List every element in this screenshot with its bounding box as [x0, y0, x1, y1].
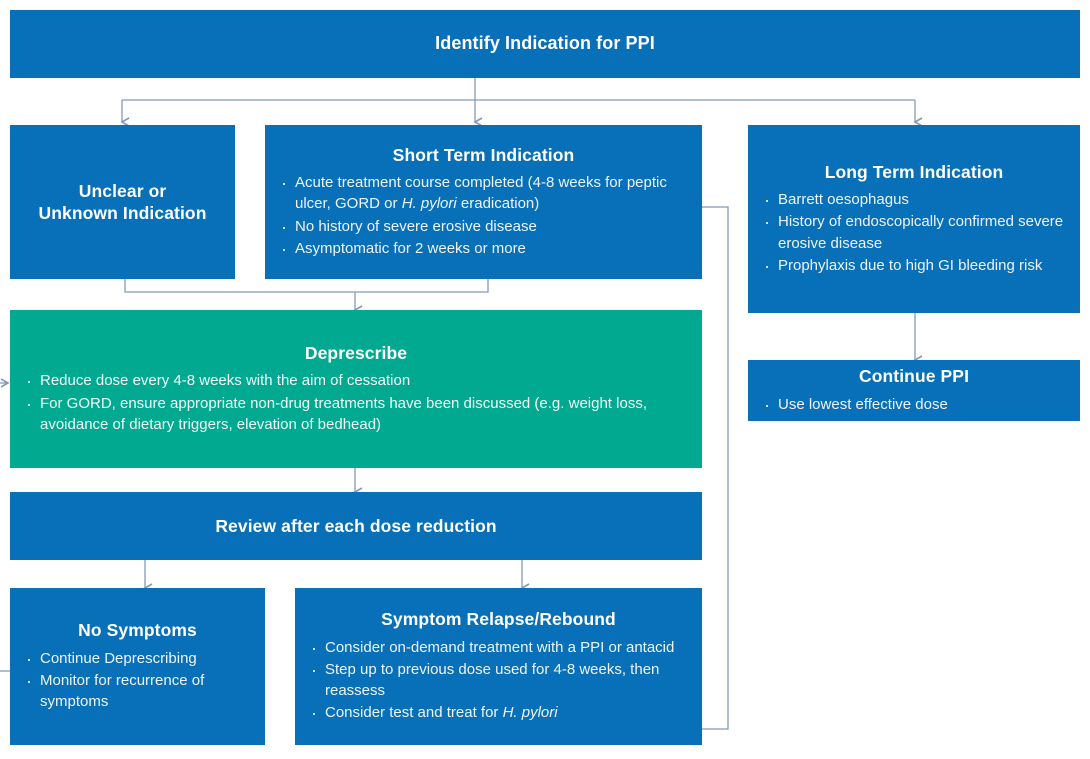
bullet-item: For GORD, ensure appropriate non-drug tr… [22, 392, 690, 436]
node-continue-ppi-bullets: Use lowest effective dose [760, 393, 1068, 419]
node-deprescribe-title: Deprescribe [304, 342, 408, 363]
node-short-term-indication-bullets: Acute treatment course completed (4-8 we… [277, 171, 690, 263]
node-long-term-indication-bullets: Barrett oesophagusHistory of endoscopica… [760, 188, 1068, 280]
node-no-symptoms-bullets: Continue DeprescribingMonitor for recurr… [22, 647, 253, 714]
node-short-term-indication-title: Short Term Indication [392, 144, 575, 165]
bullet-item: Consider test and treat for H. pylori [307, 701, 690, 727]
node-no-symptoms-title: No Symptoms [78, 620, 197, 641]
node-symptom-relapse-bullets: Consider on-demand treatment with a PPI … [307, 636, 690, 728]
node-deprescribe-bullets: Reduce dose every 4-8 weeks with the aim… [22, 369, 690, 436]
bullet-item: Continue Deprescribing [22, 647, 253, 673]
node-identify-indication-title: Identify Indication for PPI [435, 33, 655, 54]
node-short-term-indication[interactable]: Short Term Indication Acute treatment co… [265, 125, 702, 279]
node-continue-ppi[interactable]: Continue PPI Use lowest effective dose [748, 360, 1080, 421]
bullet-item: Barrett oesophagus [760, 188, 1068, 214]
bullet-item: Prophylaxis due to high GI bleeding risk [760, 254, 1068, 280]
bullet-item: Consider on-demand treatment with a PPI … [307, 636, 690, 662]
merge-bar-unclear-shortterm [124, 279, 489, 293]
bullet-item: Acute treatment course completed (4-8 we… [277, 171, 690, 215]
node-symptom-relapse-title: Symptom Relapse/Rebound [381, 609, 616, 630]
node-identify-indication[interactable]: Identify Indication for PPI [10, 10, 1080, 78]
node-symptom-relapse[interactable]: Symptom Relapse/Rebound Consider on-dema… [295, 588, 702, 745]
bullet-item: Reduce dose every 4-8 weeks with the aim… [22, 369, 690, 395]
node-no-symptoms[interactable]: No Symptoms Continue DeprescribingMonito… [10, 588, 265, 745]
no-symptoms-loop-to-deprescribe [0, 378, 10, 672]
node-long-term-indication[interactable]: Long Term Indication Barrett oesophagusH… [748, 125, 1080, 313]
node-review-title: Review after each dose reduction [215, 515, 497, 536]
bullet-item: Asymptomatic for 2 weeks or more [277, 237, 690, 263]
bullet-item: Monitor for recurrence of symptoms [22, 669, 253, 713]
bullet-item: Step up to previous dose used for 4-8 we… [307, 658, 690, 702]
bullet-item: No history of severe erosive disease [277, 215, 690, 241]
bullet-item: History of endoscopically confirmed seve… [760, 210, 1068, 254]
bullet-item: Use lowest effective dose [760, 393, 1068, 419]
relapse-loop-to-short-term [694, 202, 729, 730]
node-deprescribe[interactable]: Deprescribe Reduce dose every 4-8 weeks … [10, 310, 702, 468]
node-review[interactable]: Review after each dose reduction [10, 492, 702, 560]
node-long-term-indication-title: Long Term Indication [824, 161, 1004, 182]
node-continue-ppi-title: Continue PPI [858, 366, 970, 387]
